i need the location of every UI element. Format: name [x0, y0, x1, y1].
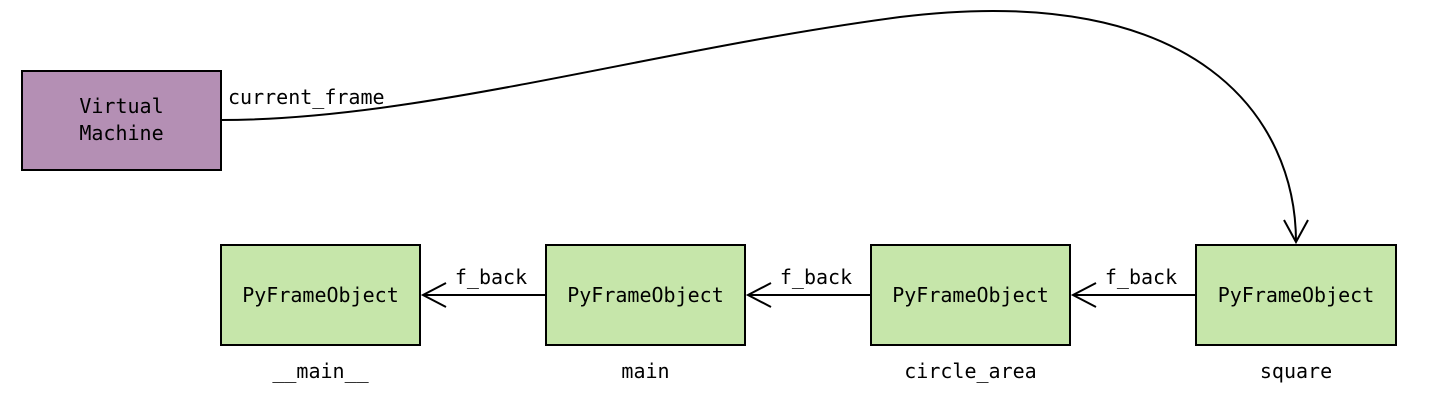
current-frame-label: current_frame [228, 85, 385, 109]
frame-node-0: PyFrameObject __main__ [220, 244, 421, 383]
frame-node-3: PyFrameObject square [1195, 244, 1397, 383]
current-frame-curve [220, 9, 1297, 243]
frame-label: PyFrameObject [567, 283, 724, 307]
virtual-machine-node: Virtual Machine [21, 70, 222, 171]
virtual-machine-label-line1: Virtual [79, 94, 163, 118]
frame-caption: main [621, 359, 669, 383]
frame-label: PyFrameObject [242, 283, 399, 307]
frame-label: PyFrameObject [892, 283, 1049, 307]
virtual-machine-label-line2: Machine [79, 121, 163, 145]
f-back-label: f_back [455, 265, 527, 289]
f-back-arrowhead [745, 282, 772, 308]
f-back-edge-0: f_back [420, 265, 546, 308]
f-back-label: f_back [1105, 265, 1177, 289]
f-back-edge-2: f_back [1070, 265, 1196, 308]
virtual-machine-box [21, 70, 222, 171]
frame-caption: circle_area [904, 359, 1036, 383]
frame-box-main [545, 244, 746, 346]
frame-node-2: PyFrameObject circle_area [870, 244, 1071, 383]
frame-label: PyFrameObject [1218, 283, 1375, 307]
f-back-arrowhead [1070, 282, 1097, 308]
f-back-arrowhead [420, 282, 447, 308]
f-back-edge-1: f_back [745, 265, 871, 308]
frame-box-circle-area [870, 244, 1071, 346]
frame-caption: __main__ [272, 359, 369, 383]
current-frame-edge: current_frame [220, 9, 1309, 245]
frame-caption: square [1260, 359, 1332, 383]
current-frame-arrowhead [1283, 219, 1309, 245]
frame-box-square [1195, 244, 1397, 346]
frame-box-main-module [220, 244, 421, 346]
frame-node-1: PyFrameObject main [545, 244, 746, 383]
f-back-label: f_back [780, 265, 852, 289]
